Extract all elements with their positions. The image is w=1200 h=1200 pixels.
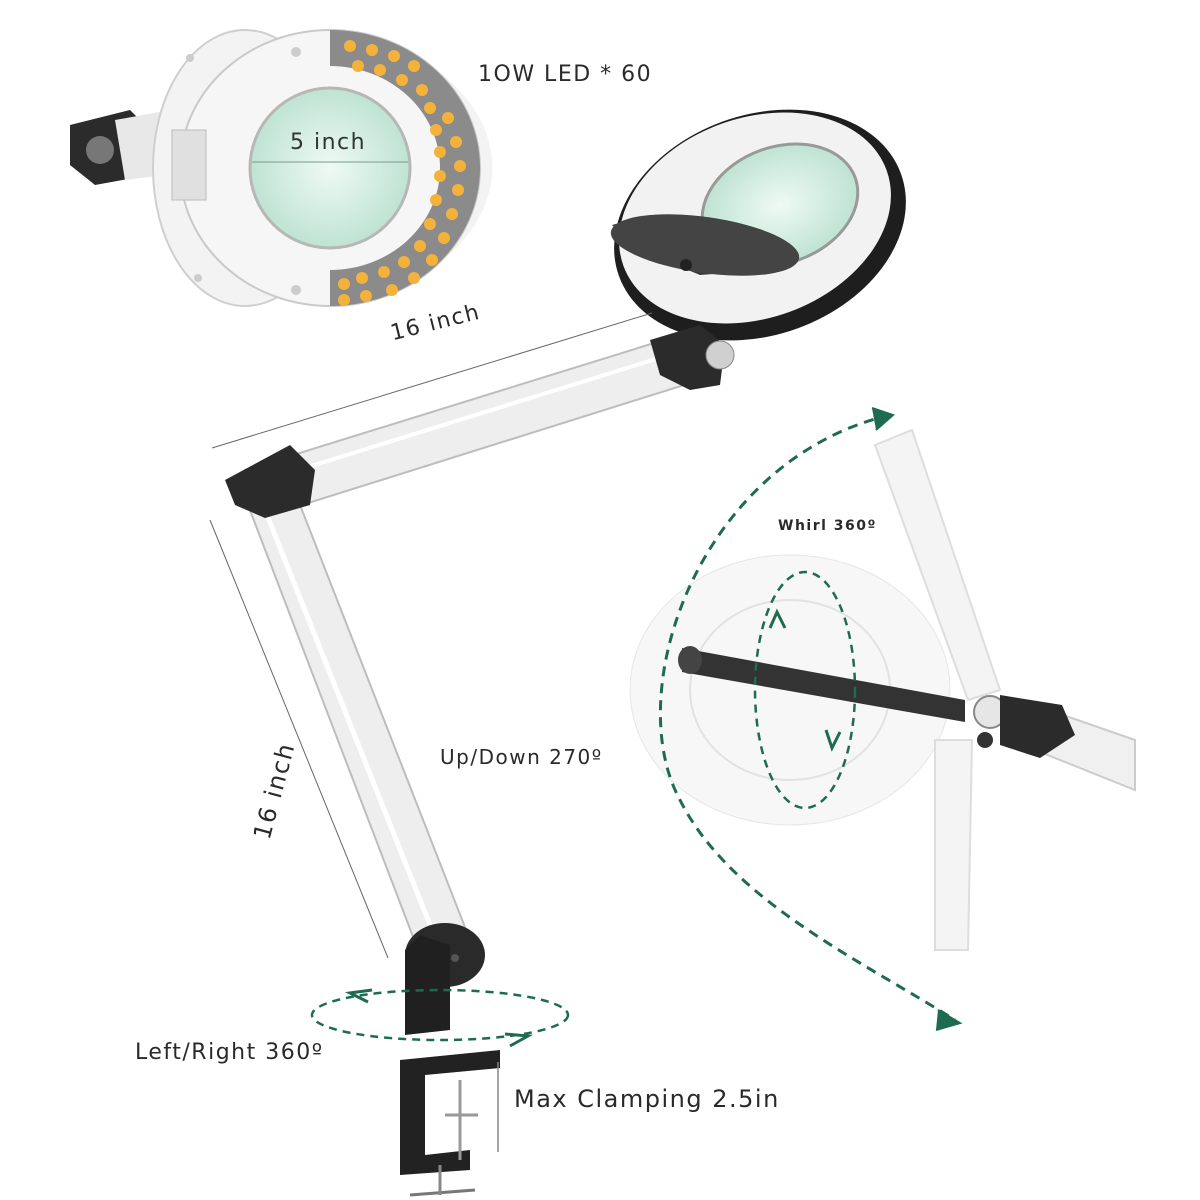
lamp-head (610, 109, 906, 341)
lower-arm-dimension-line (209, 519, 389, 959)
upper-arm (243, 325, 735, 517)
base-joint (405, 923, 485, 1035)
left-right-rotation-arrow (310, 988, 570, 1042)
elbow-joint (225, 445, 315, 518)
led-spec-label: 1OW LED * 60 (478, 62, 653, 87)
whirl-rotation-label: Whirl 360º (778, 518, 877, 534)
max-clamping-label: Max Clamping 2.5in (514, 1085, 780, 1113)
up-down-rotation-label: Up/Down 270º (440, 745, 603, 769)
led-dots (338, 40, 466, 306)
upper-arm-dimension-line (211, 312, 653, 449)
lens-diameter-label: 5 inch (290, 130, 367, 155)
desk-clamp (400, 1050, 500, 1197)
rotation-illustration (629, 407, 1136, 1031)
lamp-head-closeup (70, 29, 493, 307)
left-right-rotation-label: Left/Right 360º (135, 1040, 324, 1065)
